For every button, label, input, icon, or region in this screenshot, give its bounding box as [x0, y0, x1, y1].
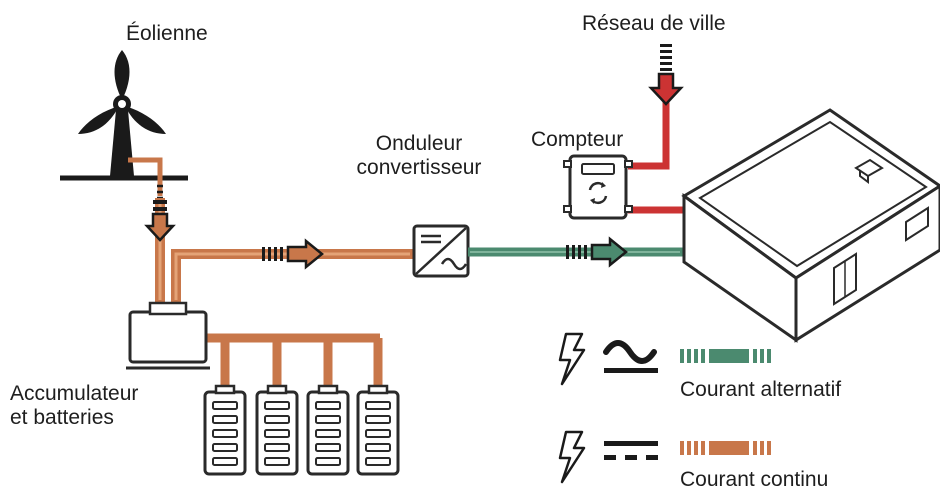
accumulateur-label-line2: et batteries — [10, 406, 114, 429]
lightning-icon — [558, 332, 586, 386]
battery-icon — [203, 384, 247, 476]
dc-legend-swatch — [680, 441, 771, 455]
accumulator-icon — [126, 301, 210, 370]
eolienne-label: Éolienne — [126, 22, 208, 45]
accumulateur-label-line1: Accumulateur — [10, 382, 139, 405]
ac-arrow-right-icon — [566, 236, 628, 268]
dc-arrow-right-icon — [262, 238, 324, 270]
dc-arrow-down-icon — [144, 200, 176, 242]
battery-icon — [306, 384, 350, 476]
legend-dc-label: Courant continu — [680, 468, 829, 491]
dc-wiring — [155, 198, 414, 388]
lightning-icon — [558, 430, 586, 484]
grid-arrow-down-icon — [648, 72, 684, 106]
legend — [558, 332, 771, 484]
compteur-label: Compteur — [531, 128, 624, 151]
onduleur-label-line1: Onduleur — [375, 132, 463, 155]
meter-icon — [563, 154, 633, 220]
reseau-label: Réseau de ville — [582, 12, 726, 35]
house-icon — [681, 108, 940, 343]
inverter-icon — [412, 224, 470, 278]
dc-symbol-icon — [604, 441, 658, 460]
legend-ac-label: Courant alternatif — [680, 378, 842, 401]
ac-legend-swatch — [680, 349, 771, 363]
battery-icon — [356, 384, 400, 476]
grid-wiring — [628, 44, 686, 214]
wind-turbine-icon — [60, 50, 188, 200]
onduleur-label-line2: convertisseur — [356, 156, 482, 179]
ac-wave-icon — [603, 340, 657, 364]
battery-icon — [255, 384, 299, 476]
